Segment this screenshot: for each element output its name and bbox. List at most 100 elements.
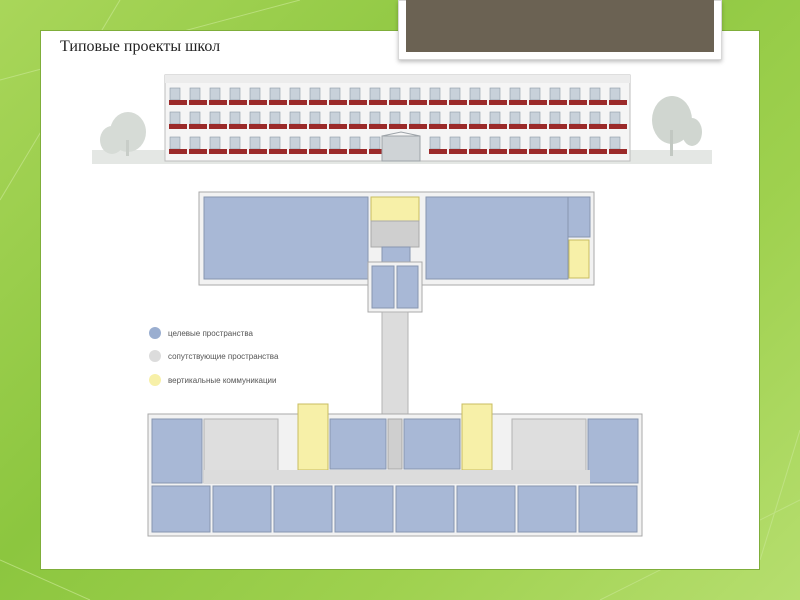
facade-brick-band bbox=[349, 124, 367, 129]
facade-brick-band bbox=[309, 149, 327, 154]
facade-brick-band bbox=[189, 124, 207, 129]
room-classroom bbox=[329, 418, 387, 470]
building-facade bbox=[92, 74, 712, 164]
facade-window bbox=[169, 111, 181, 125]
room-small bbox=[387, 418, 403, 470]
bottom-classrooms bbox=[151, 485, 638, 533]
room-small bbox=[396, 265, 419, 309]
facade-window bbox=[409, 111, 421, 125]
connecting-corridor bbox=[381, 311, 409, 417]
facade-brick-band bbox=[169, 124, 187, 129]
plan-lower-block bbox=[147, 403, 643, 537]
facade-brick-band bbox=[169, 100, 187, 105]
facade-window bbox=[309, 136, 321, 150]
facade-window bbox=[189, 111, 201, 125]
facade-window bbox=[249, 87, 261, 101]
facade-brick-band bbox=[549, 149, 567, 154]
facade-window bbox=[449, 87, 461, 101]
facade-window bbox=[569, 111, 581, 125]
legend-label: вертикальные коммуникации bbox=[168, 376, 276, 385]
facade-brick-band bbox=[309, 100, 327, 105]
facade-brick-band bbox=[389, 100, 407, 105]
facade-window bbox=[289, 87, 301, 101]
facade-brick-band bbox=[409, 124, 427, 129]
facade-brick-band bbox=[189, 100, 207, 105]
facade-brick-band bbox=[529, 100, 547, 105]
facade-brick-band bbox=[309, 124, 327, 129]
facade-brick-band bbox=[289, 100, 307, 105]
facade-brick-band bbox=[209, 124, 227, 129]
facade-brick-band bbox=[589, 100, 607, 105]
facade-window bbox=[369, 87, 381, 101]
facade-brick-band bbox=[569, 100, 587, 105]
facade-window bbox=[189, 87, 201, 101]
facade-brick-band bbox=[509, 149, 527, 154]
stair-vertical-communication bbox=[568, 239, 590, 279]
facade-brick-band bbox=[329, 124, 347, 129]
facade-brick-band bbox=[369, 124, 387, 129]
facade-window bbox=[469, 87, 481, 101]
facade-window bbox=[269, 136, 281, 150]
legend-label: целевые пространства bbox=[168, 329, 254, 338]
facade-brick-band bbox=[289, 149, 307, 154]
corridor bbox=[204, 470, 590, 484]
facade-window bbox=[589, 136, 601, 150]
facade-window bbox=[489, 111, 501, 125]
legend-swatch bbox=[149, 350, 161, 362]
facade-window bbox=[429, 87, 441, 101]
facade-window bbox=[169, 136, 181, 150]
facade-brick-band bbox=[349, 149, 367, 154]
facade-brick-band bbox=[549, 100, 567, 105]
facade-brick-band bbox=[409, 100, 427, 105]
facade-brick-band bbox=[509, 124, 527, 129]
facade-brick-band bbox=[209, 149, 227, 154]
facade-brick-band bbox=[569, 149, 587, 154]
room-classroom bbox=[151, 485, 211, 533]
facade-brick-band bbox=[469, 100, 487, 105]
facade-brick-band bbox=[469, 124, 487, 129]
facade-window bbox=[189, 136, 201, 150]
facade-brick-band bbox=[249, 124, 267, 129]
facade-window bbox=[349, 87, 361, 101]
facade-brick-band bbox=[609, 149, 627, 154]
facade-brick-band bbox=[229, 100, 247, 105]
stair-vertical-communication bbox=[370, 196, 420, 222]
facade-window bbox=[609, 87, 621, 101]
facade-brick-band bbox=[209, 100, 227, 105]
facade-brick-band bbox=[549, 124, 567, 129]
facade-brick-band bbox=[509, 100, 527, 105]
facade-brick-band bbox=[249, 149, 267, 154]
tree-right bbox=[652, 96, 702, 156]
facade-brick-band bbox=[609, 100, 627, 105]
facade-brick-band bbox=[229, 149, 247, 154]
facade-window bbox=[169, 87, 181, 101]
facade-brick-band bbox=[589, 124, 607, 129]
facade-brick-band bbox=[269, 149, 287, 154]
facade-window bbox=[429, 111, 441, 125]
facade-brick-band bbox=[569, 124, 587, 129]
facade-window bbox=[269, 111, 281, 125]
facade-window bbox=[449, 136, 461, 150]
facade-window bbox=[569, 136, 581, 150]
plan-upper-block bbox=[198, 191, 595, 313]
facade-brick-band bbox=[349, 100, 367, 105]
facade-brick-band bbox=[529, 149, 547, 154]
facade-window bbox=[509, 136, 521, 150]
legend-swatch bbox=[149, 374, 161, 386]
stair-vertical-communication bbox=[461, 403, 493, 471]
facade-window bbox=[509, 87, 521, 101]
facade-brick-band bbox=[249, 100, 267, 105]
facade-brick-band bbox=[229, 124, 247, 129]
facade-window bbox=[229, 87, 241, 101]
facade-brick-band bbox=[269, 100, 287, 105]
facade-brick-band bbox=[269, 124, 287, 129]
facade-brick-band bbox=[469, 149, 487, 154]
facade-window bbox=[489, 87, 501, 101]
facade-window bbox=[429, 136, 441, 150]
room-classroom bbox=[578, 485, 638, 533]
facade-window bbox=[489, 136, 501, 150]
room-classroom bbox=[395, 485, 455, 533]
facade-window bbox=[529, 111, 541, 125]
room-small bbox=[567, 196, 591, 238]
